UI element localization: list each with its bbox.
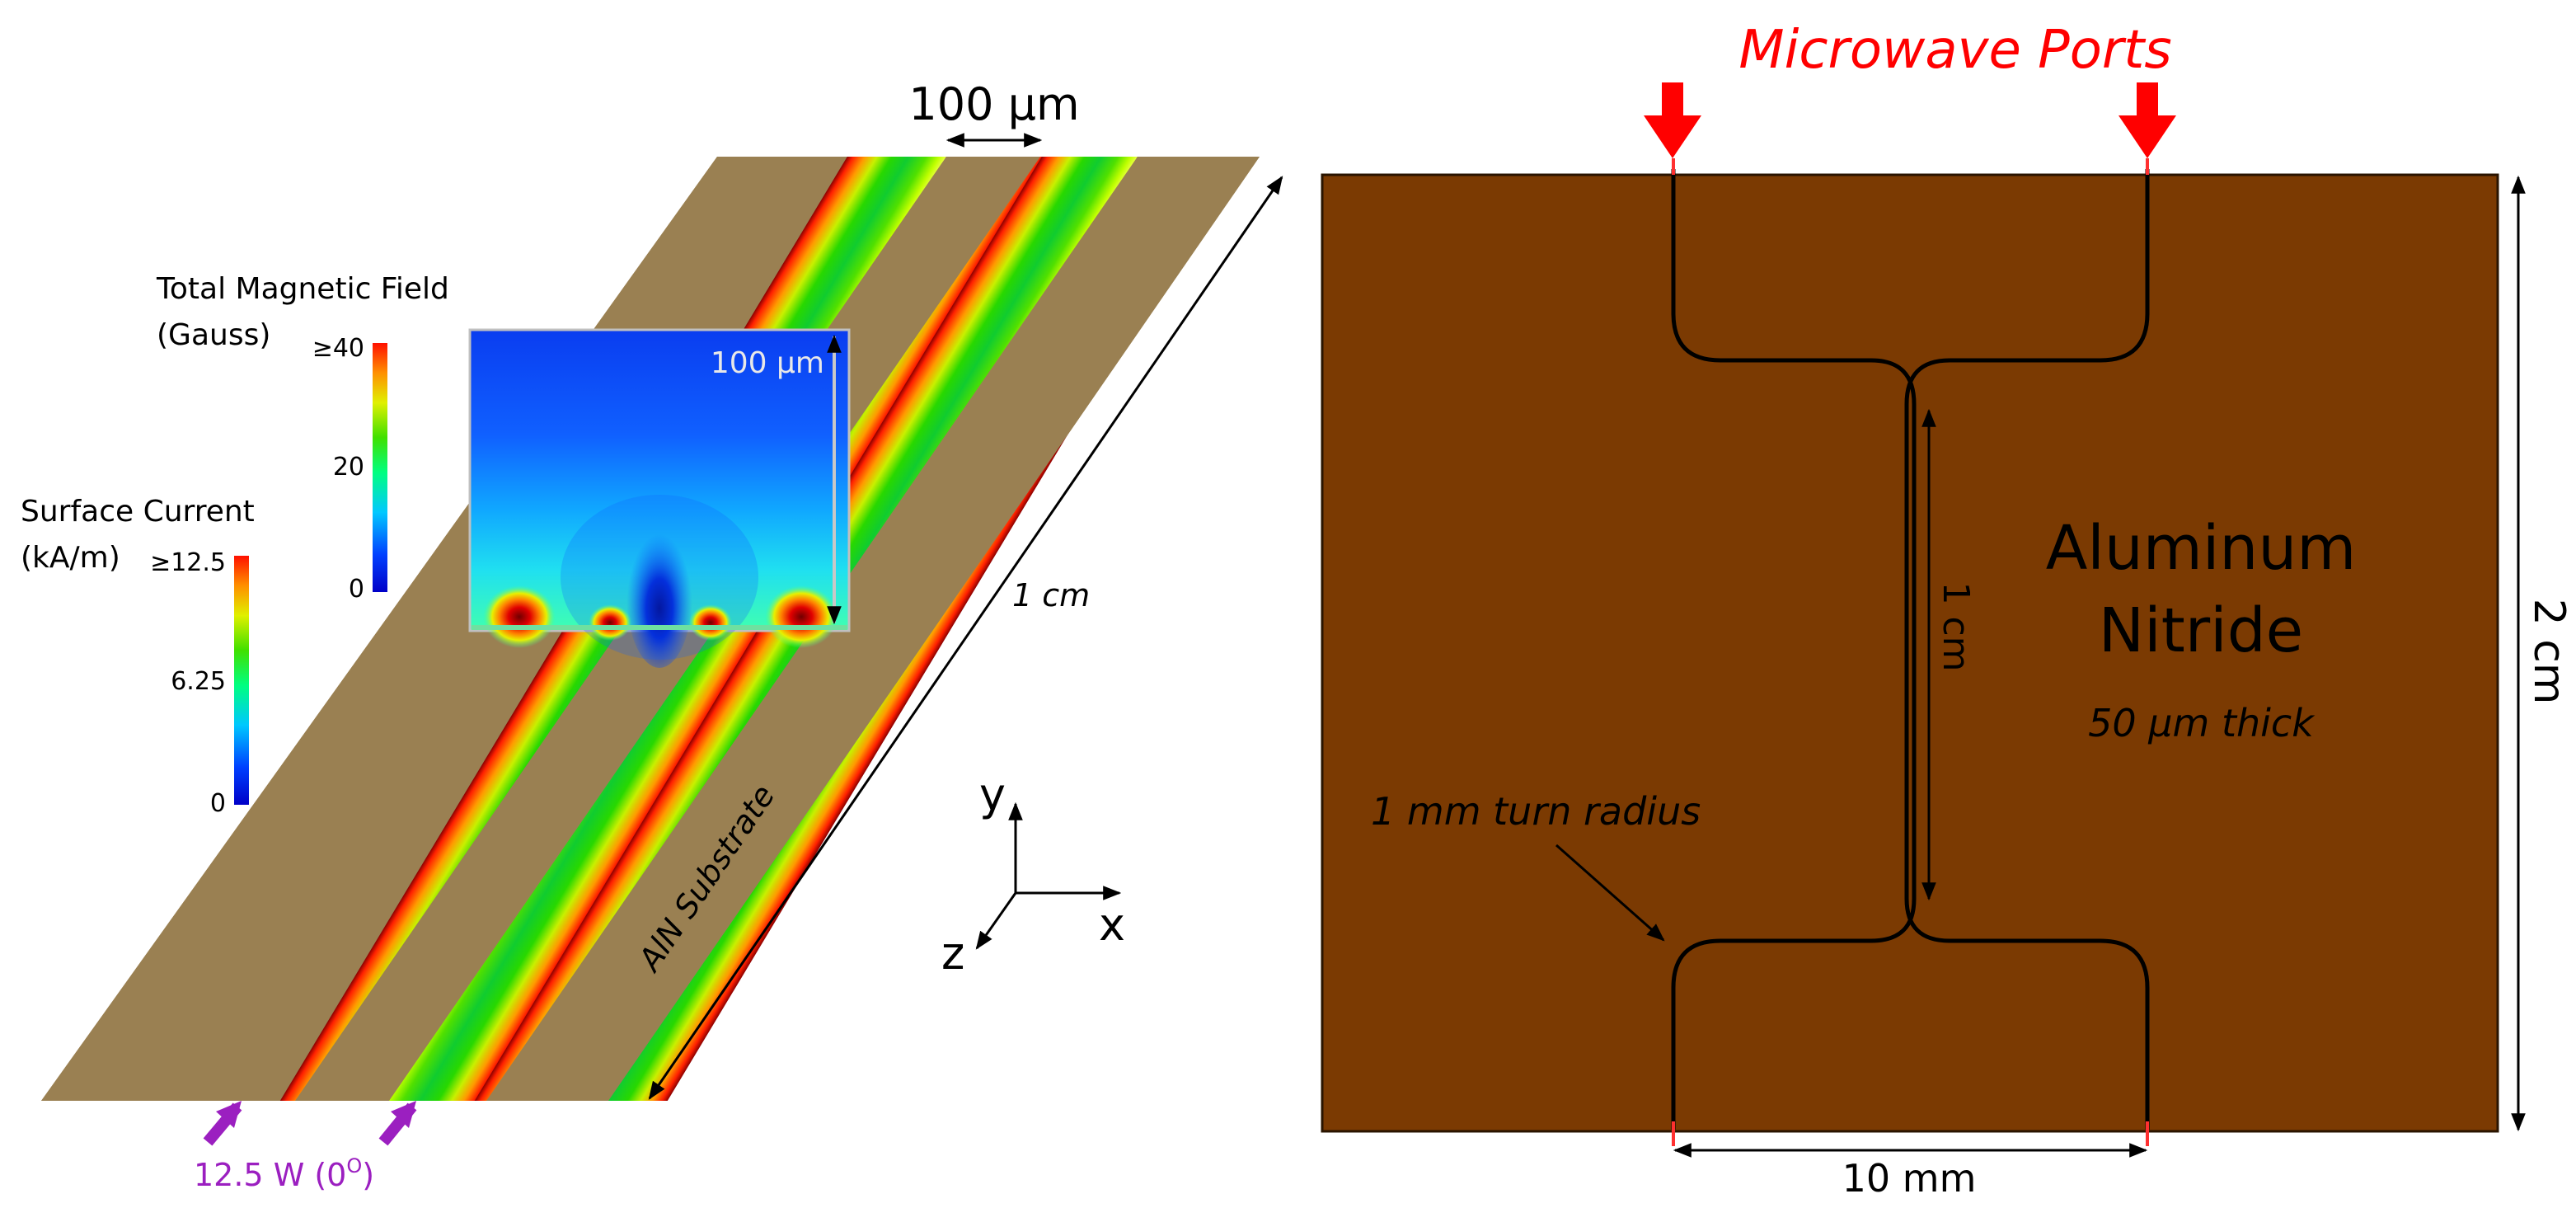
port-arrow-top-left <box>1644 82 1701 158</box>
microwave-trace <box>1671 169 1917 1130</box>
current-tick-min: 0 <box>210 789 226 818</box>
port-arrowhead-right <box>391 1101 416 1128</box>
port-arrowhead-left <box>216 1101 242 1128</box>
field-colorbar-title-1: Total Magnetic Field <box>156 272 449 306</box>
width-dimension-label: 10 mm <box>1842 1156 1977 1201</box>
current-tick-max: ≥12.5 <box>150 548 226 577</box>
port-power-label: 12.5 W (0O) <box>194 1154 374 1193</box>
material-line-2: Nitride <box>2099 595 2303 666</box>
turn-radius-label: 1 mm turn radius <box>1371 789 1701 834</box>
axis-triad: y x z <box>941 768 1125 980</box>
left-panel: 100 µm 1 cm AlN Substrate 12.5 W (0O) To… <box>21 78 1283 1193</box>
current-colorbar <box>234 556 249 805</box>
field-tick-mid: 20 <box>333 453 364 482</box>
height-dimension-label: 2 cm <box>2524 599 2574 705</box>
field-colorbar <box>373 343 387 592</box>
current-tick-mid: 6.25 <box>171 667 226 696</box>
field-colorbar-title-2: (Gauss) <box>157 318 270 352</box>
field-tick-max: ≥40 <box>312 334 364 363</box>
axis-y-label: y <box>979 768 1006 820</box>
material-line-1: Aluminum <box>2046 513 2357 584</box>
inset-scale-label: 100 µm <box>711 346 824 380</box>
microwave-trace-right <box>1904 169 2150 1130</box>
axis-z-label: z <box>941 928 964 980</box>
dimension-length-label: 1 cm <box>1012 577 1090 613</box>
microwave-ports-title: Microwave Ports <box>1738 20 2171 81</box>
field-tick-min: 0 <box>349 575 364 604</box>
dimension-top-label: 100 µm <box>908 78 1079 130</box>
thickness-label: 50 µm thick <box>2088 701 2316 745</box>
port-arrow-top-right <box>2119 82 2176 158</box>
right-panel: Microwave Ports Aluminum Nitride 50 µm t… <box>1321 20 2574 1201</box>
field-inset: 100 µm <box>468 328 851 668</box>
length-dimension-label: 1 cm <box>1935 581 1977 671</box>
axis-x-label: x <box>1099 899 1125 951</box>
aln-board <box>1321 173 2499 1133</box>
turn-radius-arrow <box>1555 844 1665 942</box>
current-colorbar-title-2: (kA/m) <box>21 541 120 575</box>
dimension-length-arrow <box>648 176 1283 1100</box>
current-colorbar-title-1: Surface Current <box>21 495 255 529</box>
